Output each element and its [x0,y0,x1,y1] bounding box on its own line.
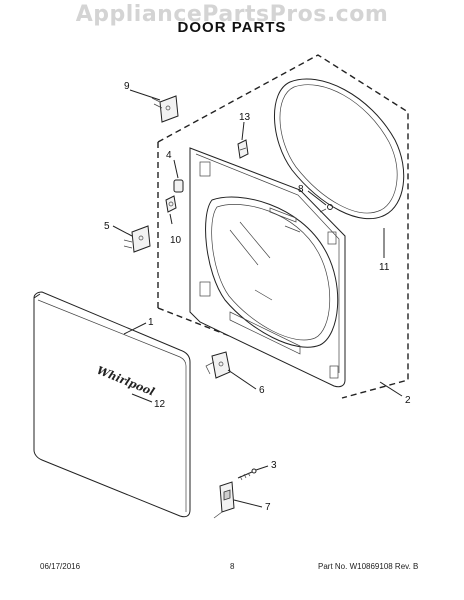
door-strike [213,481,235,519]
screw-strike [237,468,257,481]
hinge-lower [123,225,151,253]
footer-date: 06/17/2016 [40,562,81,571]
callout-6: 6 [259,385,265,396]
inner-door-panel [189,147,346,388]
callout-13: 13 [239,112,251,123]
callout-11: 11 [379,262,390,273]
screw-small [319,204,333,213]
hinge-upper [151,95,179,123]
callout-3: 3 [271,460,277,471]
footer-page-number: 8 [230,562,235,571]
watermark: AppliancePartsPros.com [75,2,389,27]
callout-5: 5 [104,221,110,232]
hinge-bracket-top [237,139,249,159]
leader-lines [112,89,403,508]
door-latch-parts [165,179,184,213]
callout-2: 2 [405,395,411,406]
page-title: DOOR PARTS [177,19,287,36]
callout-labels: 9 13 4 8 10 5 11 1 2 12 6 3 7 [104,81,411,513]
callout-10: 10 [170,235,182,246]
outer-door: Whirlpool [33,291,191,518]
callout-12: 12 [154,399,166,410]
callout-4: 4 [166,150,172,161]
door-handle-bracket [205,351,231,379]
callout-7: 7 [265,502,271,513]
callout-1: 1 [148,317,154,328]
callout-9: 9 [124,81,130,92]
callout-8: 8 [298,184,304,195]
footer-part-number: Part No. W10869108 Rev. B [318,562,419,571]
